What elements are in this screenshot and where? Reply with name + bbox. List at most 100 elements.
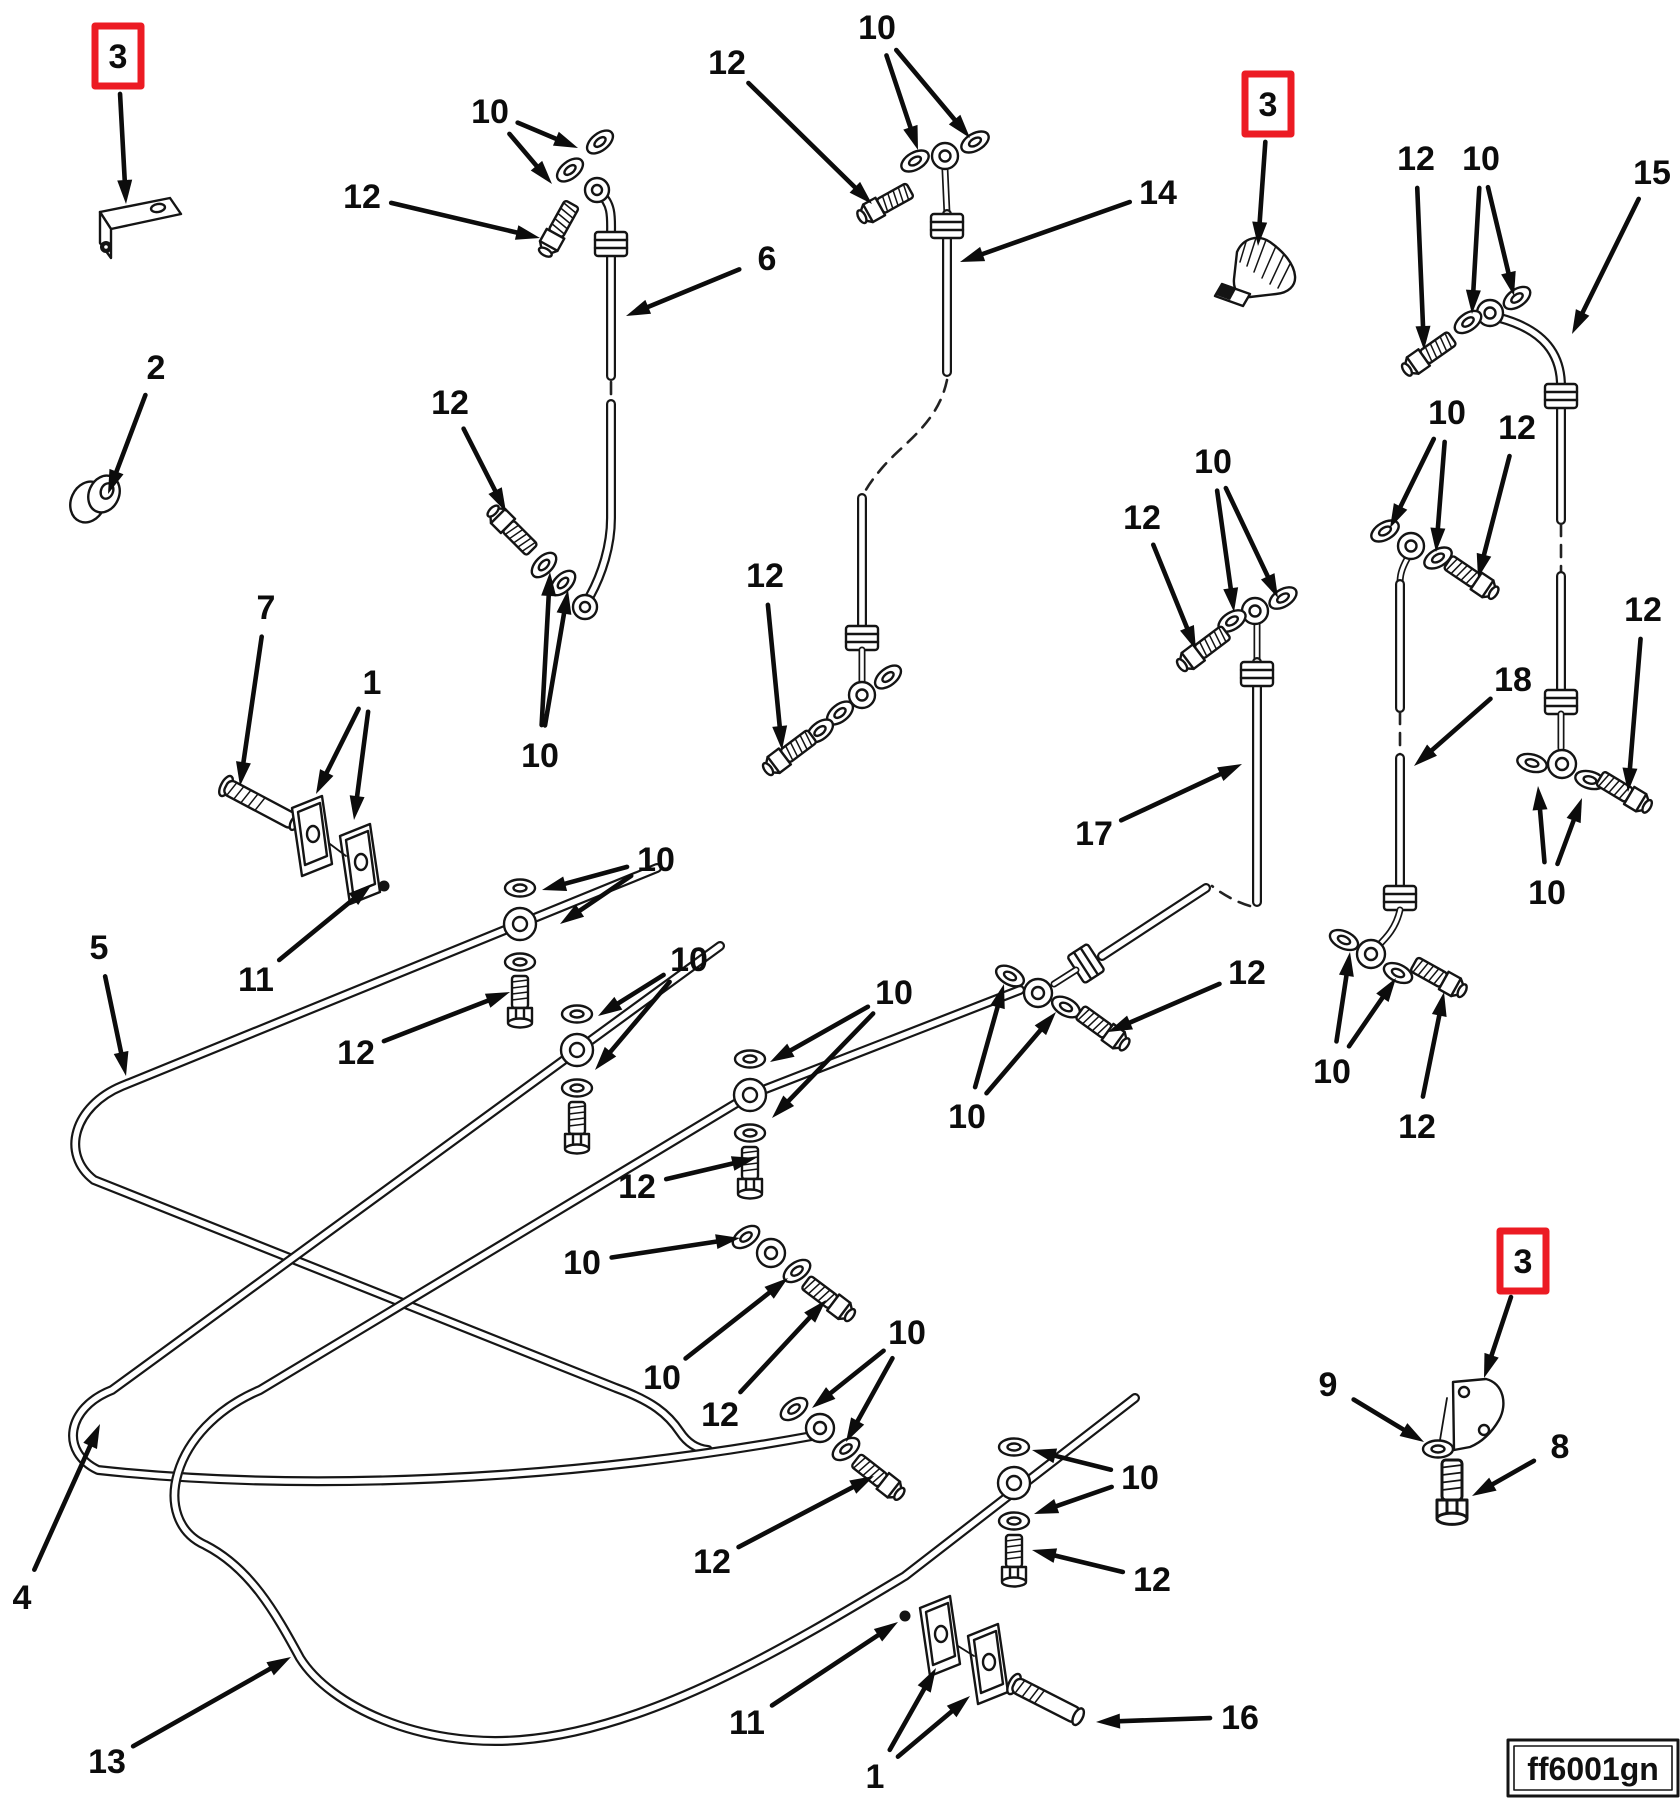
callout-12: 12 <box>337 992 510 1072</box>
callout-3-highlighted: 3 <box>1241 70 1295 246</box>
arrowhead <box>1096 1713 1121 1729</box>
injector-supply-tube-14 <box>758 125 994 781</box>
arrowhead <box>556 590 572 615</box>
callout-label: 10 <box>858 9 896 47</box>
banjo-bolt <box>758 726 820 781</box>
callout-7: 7 <box>236 589 275 786</box>
leader-arrow <box>388 200 519 235</box>
leader-arrow <box>1490 1458 1537 1487</box>
clamp-half <box>966 1622 1010 1706</box>
arrowhead <box>236 761 251 786</box>
callout-12: 12 <box>746 557 788 750</box>
tube-nut <box>593 230 629 258</box>
arrowhead <box>348 884 372 906</box>
arrowhead <box>1484 1352 1499 1378</box>
arrowhead <box>1622 767 1638 792</box>
callout-label: 10 <box>948 1098 986 1136</box>
leader-arrow <box>276 896 356 963</box>
leader-arrow <box>984 1027 1043 1096</box>
banjo-bolt <box>1407 954 1472 1003</box>
sealing-washer <box>1514 749 1550 777</box>
callout-10: 10 <box>948 984 1056 1136</box>
callout-label: 10 <box>875 974 913 1012</box>
callout-label: 3 <box>1514 1243 1533 1281</box>
arrowhead <box>1532 786 1548 811</box>
arrowhead <box>990 984 1005 1010</box>
callout-12: 12 <box>1108 954 1266 1032</box>
banjo-bolt <box>848 1450 910 1506</box>
leader-arrow <box>616 972 666 1006</box>
clamp-half <box>290 794 334 878</box>
bolt-8 <box>1435 1458 1469 1526</box>
leader-arrow <box>1580 196 1642 315</box>
callout-10: 10 <box>812 1314 926 1442</box>
leader-arrow <box>241 634 264 765</box>
leader-arrow <box>577 873 634 913</box>
callout-label: 10 <box>888 1314 926 1352</box>
callout-label: 10 <box>1313 1053 1351 1091</box>
callout-label: 3 <box>109 38 128 76</box>
callout-12: 12 <box>1622 591 1662 792</box>
sealing-washer <box>1379 957 1417 989</box>
leader-arrow <box>1481 453 1512 558</box>
arrowhead <box>1572 309 1590 334</box>
arrowhead <box>772 725 788 750</box>
injector-supply-tube-6 <box>482 124 629 621</box>
leader-arrow <box>828 1348 886 1396</box>
callout-label: 11 <box>238 961 274 999</box>
callout-12: 12 <box>693 1476 874 1581</box>
callout-label: 3 <box>1259 86 1278 124</box>
banjo-stack-2 <box>561 1006 593 1154</box>
callout-label: 17 <box>1075 815 1113 853</box>
arrowhead <box>626 299 652 316</box>
leader-arrow <box>855 1355 895 1424</box>
callout-label: 10 <box>1194 443 1232 481</box>
callout-10: 10 <box>471 93 578 184</box>
bracket-3-topleft <box>98 196 183 260</box>
bracket-3-topright <box>1213 236 1297 308</box>
callout-label: 10 <box>1528 874 1566 912</box>
arrowhead <box>530 160 552 184</box>
arrowhead <box>560 904 585 924</box>
leader-arrow <box>1485 184 1511 275</box>
callout-10: 10 <box>858 9 970 150</box>
callout-1: 1 <box>866 1668 970 1796</box>
retainer-pin-11 <box>378 880 390 892</box>
callout-label: 7 <box>257 589 276 627</box>
callout-label: 10 <box>563 1244 601 1282</box>
arrowhead <box>873 1622 898 1642</box>
callout-label: 12 <box>701 1396 739 1434</box>
leader-arrow <box>893 47 957 122</box>
clamp-1-upper <box>290 794 390 906</box>
callout-label: 13 <box>88 1743 126 1781</box>
callout-12: 12 <box>1123 499 1196 650</box>
callout-10: 10 <box>563 1234 740 1282</box>
leader-arrow <box>324 706 361 775</box>
callout-10: 10 <box>1528 786 1582 912</box>
callout-12: 12 <box>1476 409 1536 578</box>
callout-label: 16 <box>1221 1699 1259 1737</box>
callout-12: 12 <box>1032 1548 1171 1599</box>
leader-arrow <box>507 131 539 169</box>
arrowhead <box>1390 503 1408 528</box>
arrowhead <box>1032 1548 1058 1563</box>
callout-12: 12 <box>701 1300 826 1434</box>
leader-arrow <box>972 1004 1000 1090</box>
callout-12: 12 <box>1397 140 1435 350</box>
callout-11: 11 <box>238 884 372 999</box>
leader-arrow <box>683 1290 772 1361</box>
arrowhead <box>849 1476 874 1494</box>
arrowhead <box>1032 1448 1058 1464</box>
retainer-pin-11 <box>899 1610 911 1622</box>
callout-3-highlighted: 3 <box>91 22 145 204</box>
leader-arrow <box>738 1315 812 1395</box>
banjo-bolt <box>1397 328 1459 381</box>
leader-arrow <box>1053 1553 1126 1575</box>
arrowhead <box>113 1050 129 1076</box>
callout-label: 12 <box>1123 499 1161 537</box>
callout-label: 12 <box>431 384 469 422</box>
callout-label: 12 <box>746 557 784 595</box>
leader-arrow <box>562 864 630 887</box>
callout-label: 4 <box>13 1579 32 1617</box>
